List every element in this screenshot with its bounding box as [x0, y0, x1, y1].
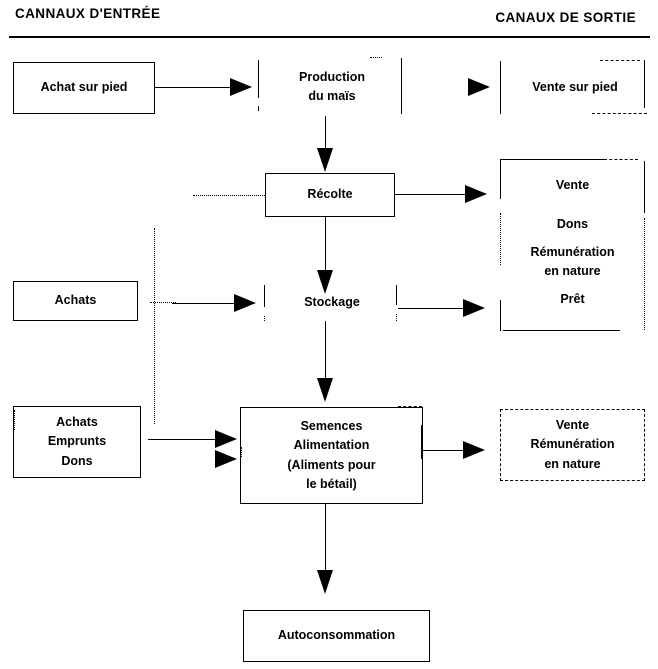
node-sorties-recolte: Vente Dons Rémunération en nature Prêt [500, 160, 645, 330]
node-sorties-border-left-middle [500, 213, 501, 265]
node-semences-border-right-fragment [421, 425, 422, 459]
node-semences-line-3: (Aliments pour [287, 457, 376, 472]
node-stockage-label: Stockage [304, 295, 360, 310]
node-sorties-border-left-upper [500, 159, 501, 199]
node-sorties-line-en-nature: en nature [544, 264, 601, 279]
node-autoconsommation-label: Autoconsommation [277, 628, 396, 643]
connector-aed-to-semences [148, 439, 220, 440]
arrowhead-stockage-to-semences [317, 378, 333, 402]
node-sorties-border-top [500, 159, 604, 160]
arrowhead-to-vente-sur-pied [468, 78, 490, 96]
connector-achat-to-production [155, 87, 233, 88]
node-vente-remuneration-line-1: Vente [555, 417, 590, 432]
node-sorties-line-pret: Prêt [560, 291, 585, 306]
node-stockage-border-right-fragment [396, 314, 397, 321]
connector-recolte-to-stockage [325, 217, 326, 275]
node-aed-line-dons: Dons [61, 453, 93, 468]
node-production-du-mais: Production du maïs [262, 58, 402, 116]
node-stockage-border-right [396, 285, 397, 305]
node-achat-sur-pied: Achat sur pied [13, 62, 155, 114]
node-achats-label: Achats [54, 293, 97, 308]
node-vente-remuneration: Vente Rémunération en nature [500, 409, 645, 481]
node-vente-sur-pied-border-top-fragment [600, 60, 640, 61]
node-autoconsommation: Autoconsommation [243, 610, 430, 662]
arrowhead-aed-to-semences-lower [215, 450, 237, 468]
connector-achats-to-stockage [172, 303, 238, 304]
arrowhead-stockage-to-pret [463, 299, 485, 317]
node-vente-sur-pied: Vente sur pied [505, 62, 645, 114]
connector-dotted-achats-lead [150, 302, 176, 303]
node-semences-border-top-fragment [398, 406, 422, 407]
node-sorties-border-right-lower [644, 218, 645, 330]
node-production-border-left [258, 60, 259, 98]
node-achats: Achats [13, 281, 138, 321]
node-stockage-border-left-fragment [264, 316, 265, 321]
column-header-outputs: CANAUX DE SORTIE [495, 10, 636, 25]
arrowhead-achats-to-stockage [234, 294, 256, 312]
node-production-border-left-fragment [258, 106, 259, 111]
node-semences-border-left-fragment [241, 447, 242, 457]
node-aed-line-emprunts: Emprunts [47, 434, 107, 449]
rail-dotted-vertical-left [154, 228, 155, 424]
node-sorties-border-bottom [503, 330, 620, 331]
node-stockage-border-left [264, 285, 265, 307]
node-sorties-border-right-upper [644, 161, 645, 213]
node-sorties-line-vente: Vente [555, 178, 590, 192]
node-aed-border-bottom-fragment [13, 477, 68, 478]
node-production-border-top-fragment [370, 57, 382, 58]
node-sorties-line-remuneration: Rémunération [530, 244, 615, 259]
node-vente-sur-pied-border-bottom-fragment [592, 113, 647, 114]
connector-semences-to-autoconsommation [325, 504, 326, 576]
node-semences-line-4: le bétail) [306, 476, 357, 491]
node-sorties-line-dons: Dons [556, 217, 589, 232]
node-production-line-2: du maïs [308, 89, 356, 103]
node-sorties-border-left-lower [500, 300, 501, 331]
node-production-border-right [401, 58, 402, 114]
node-semences-line-1: Semences [300, 418, 363, 433]
node-semences-alimentation: Semences Alimentation (Aliments pour le … [240, 407, 423, 504]
node-production-line-1: Production [299, 69, 365, 84]
node-recolte-label: Récolte [307, 187, 353, 202]
arrowhead-recolte-to-stockage [317, 270, 333, 294]
connector-production-to-recolte [325, 116, 326, 152]
node-aed-border-left-fragment [14, 410, 15, 430]
connector-semences-to-vente-remuneration [423, 450, 468, 451]
connector-dotted-into-recolte [193, 195, 265, 196]
node-vente-sur-pied-label: Vente sur pied [532, 80, 618, 95]
header-divider-rule [9, 36, 650, 38]
connector-stockage-to-semences [325, 321, 326, 383]
column-header-inputs: CANNAUX D'ENTRÉE [15, 6, 161, 21]
node-sorties-border-top-fragment [604, 159, 638, 160]
arrowhead-production-to-recolte [317, 148, 333, 172]
node-vente-remuneration-line-3: en nature [544, 456, 601, 471]
node-vente-sur-pied-border-right [644, 60, 645, 108]
node-achat-sur-pied-label: Achat sur pied [40, 80, 128, 95]
connector-recolte-to-outputs [395, 194, 469, 195]
arrowhead-recolte-to-outputs [465, 185, 487, 203]
arrowhead-semences-to-autoconsommation [317, 570, 333, 594]
node-achats-emprunts-dons: Achats Emprunts Dons [13, 406, 141, 478]
arrowhead-achat-to-production [230, 78, 252, 96]
node-aed-line-achats: Achats [56, 414, 98, 429]
node-recolte: Récolte [265, 173, 395, 217]
node-semences-line-2: Alimentation [293, 438, 370, 453]
connector-stockage-to-pret [398, 308, 466, 309]
arrowhead-aed-to-semences-upper [215, 430, 237, 448]
arrowhead-semences-to-vente-remuneration [463, 441, 485, 459]
node-vente-remuneration-line-2: Rémunération [530, 437, 615, 452]
node-vente-sur-pied-border-left [500, 61, 501, 114]
node-stockage: Stockage [267, 285, 397, 321]
